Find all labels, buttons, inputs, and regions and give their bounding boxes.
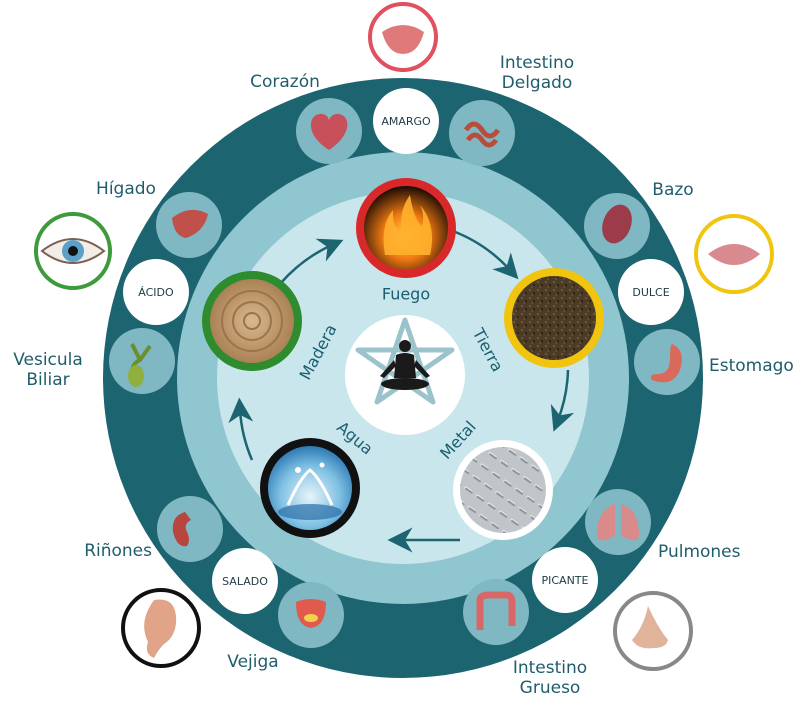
lips-icon xyxy=(708,244,760,265)
element-label-fuego: Fuego xyxy=(381,284,431,304)
flavor-dulce: DULCE xyxy=(618,259,684,325)
label-higado: Hígado xyxy=(96,179,156,199)
tongue-icon xyxy=(382,25,424,54)
heart-icon xyxy=(310,113,348,150)
organ-pulmones-disc xyxy=(585,489,651,555)
element-tierra-image xyxy=(504,268,604,368)
flavor-picante: PICANTE xyxy=(532,547,598,613)
organ-estomago-disc xyxy=(634,329,700,395)
large-intestine-icon xyxy=(476,591,516,630)
ear-icon xyxy=(144,599,177,658)
label-pulmones: Pulmones xyxy=(658,542,741,562)
liver-icon xyxy=(172,209,208,238)
organ-intestino-grueso-disc xyxy=(463,579,529,645)
lungs-icon xyxy=(597,504,639,541)
stomach-icon xyxy=(650,344,682,383)
label-vesicula-biliar: Vesicula Biliar xyxy=(13,350,83,390)
element-agua-image xyxy=(260,438,360,538)
label-corazon: Corazón xyxy=(250,72,320,92)
label-intestino-grueso: Intestino Grueso xyxy=(513,658,587,698)
sense-nose xyxy=(613,591,693,671)
label-vesicula-line1: Vesicula xyxy=(13,350,83,370)
label-intestino-grueso-line2: Grueso xyxy=(519,678,581,698)
flavor-salado: SALADO xyxy=(212,548,278,614)
label-intestino-delgado-line1: Intestino xyxy=(499,53,575,73)
label-intestino-grueso-line1: Intestino xyxy=(512,658,588,678)
bladder-icon xyxy=(296,599,326,628)
sense-eye xyxy=(34,212,112,290)
kidney-icon xyxy=(172,512,191,547)
meditating-figure-icon xyxy=(380,340,430,390)
sense-tongue xyxy=(368,2,438,72)
label-estomago: Estomago xyxy=(709,356,794,376)
label-vejiga: Vejiga xyxy=(227,652,279,672)
organ-vesicula-disc xyxy=(109,328,175,394)
element-metal-image xyxy=(453,440,553,540)
flavor-acido: ÁCIDO xyxy=(123,259,189,325)
sense-ear xyxy=(121,588,201,668)
element-madera-image xyxy=(202,271,302,371)
label-vesicula-line2: Biliar xyxy=(26,370,70,390)
label-bazo: Bazo xyxy=(652,180,694,200)
label-rinones: Riñones xyxy=(84,541,152,561)
spleen-icon xyxy=(602,204,632,244)
label-intestino-delgado-line2: Delgado xyxy=(501,73,573,93)
gallbladder-icon xyxy=(128,343,152,387)
sense-lips xyxy=(694,214,774,294)
small-intestine-icon xyxy=(463,121,501,148)
element-fuego-image xyxy=(356,178,456,278)
flavor-amargo: AMARGO xyxy=(373,88,439,154)
nose-icon xyxy=(632,606,668,649)
organ-rinones-disc xyxy=(157,496,223,562)
label-intestino-delgado: Intestino Delgado xyxy=(500,53,574,93)
